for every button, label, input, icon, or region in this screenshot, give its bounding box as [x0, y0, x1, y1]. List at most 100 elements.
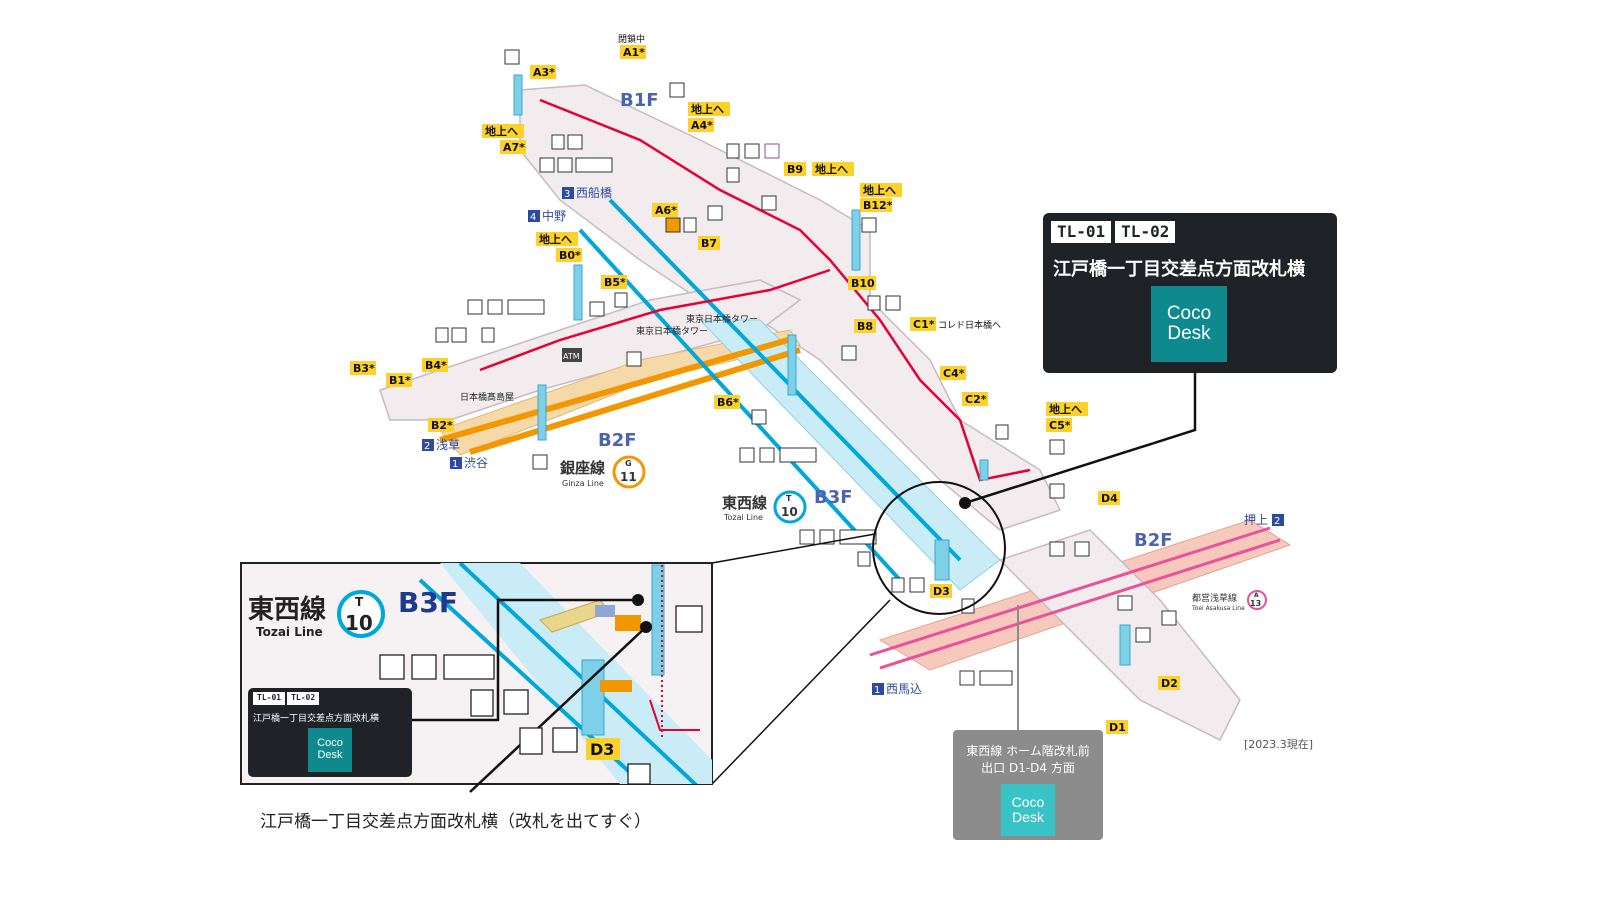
svg-text:D3: D3: [590, 740, 614, 759]
svg-text:G: G: [625, 459, 632, 468]
svg-text:中野: 中野: [542, 208, 566, 223]
coco-desk-logo[interactable]: Coco Desk: [1151, 286, 1227, 362]
svg-text:東西線: 東西線: [722, 494, 767, 512]
exit-b10[interactable]: B10: [848, 276, 876, 290]
exit-b8[interactable]: B8: [854, 319, 876, 333]
inset-baby-icon: [411, 654, 437, 680]
toilet-icon: [739, 447, 755, 463]
place-tokyo-nihonbashi-tower-2: 東京日本橋タワー: [686, 313, 758, 325]
platform-coco-desk-logo[interactable]: Coco Desk: [1001, 784, 1055, 836]
svg-text:B6*: B6*: [717, 396, 739, 409]
svg-text:C1*: C1*: [913, 318, 935, 331]
exit-a4[interactable]: A4*: [688, 118, 714, 132]
restroom-icon: [779, 447, 817, 463]
inset-coco-desk-logo[interactable]: Coco Desk: [308, 728, 352, 772]
svg-text:地上へ: 地上へ: [863, 183, 896, 197]
exit-b1[interactable]: B1*: [386, 373, 412, 387]
exit-c4[interactable]: C4*: [940, 366, 966, 380]
toilet-icon: [799, 529, 815, 545]
exit-c5[interactable]: C5*: [1046, 418, 1072, 432]
svg-text:A3*: A3*: [533, 66, 555, 79]
exit-a3[interactable]: A3*: [530, 65, 556, 79]
elevator-icon: [626, 351, 642, 367]
phone-icon: [481, 327, 495, 343]
locker-icon: [614, 292, 628, 308]
phone-icon: [683, 217, 697, 233]
fare-adjust-icon: [744, 143, 760, 159]
exit-b3[interactable]: B3*: [350, 361, 376, 375]
inset-exit-d3[interactable]: D3: [586, 738, 620, 760]
exit-d3[interactable]: D3: [930, 584, 952, 598]
exit-a1-note: 閉鎖中: [618, 33, 645, 45]
exit-a1[interactable]: A1*: [620, 45, 646, 59]
exit-b9[interactable]: B9: [784, 162, 806, 176]
fare-adjust-icon: [1049, 541, 1065, 557]
svg-text:B4*: B4*: [425, 359, 447, 372]
restroom-icon: [979, 670, 1013, 686]
fare-adjust-icon: [1161, 610, 1177, 626]
seat-tags: TL-01 TL-02: [1051, 221, 1176, 243]
svg-text:1: 1: [452, 459, 458, 470]
restroom-icon: [575, 157, 613, 173]
inset-seat-tag-tl02: TL-02: [287, 692, 320, 705]
svg-text:C4*: C4*: [943, 367, 965, 380]
svg-text:13: 13: [1250, 599, 1261, 608]
svg-text:渋谷: 渋谷: [464, 456, 488, 470]
exit-b7[interactable]: B7: [698, 236, 720, 250]
exit-b12[interactable]: B12*: [860, 198, 893, 212]
tozai-line-logo: 東西線 Tozai Line T 10: [722, 490, 807, 524]
svg-text:A4*: A4*: [691, 119, 713, 132]
to-ground-a7: 地上へ: [482, 124, 524, 138]
svg-text:Toei Asakusa Line: Toei Asakusa Line: [1191, 605, 1245, 612]
fare-adjust-icon: [885, 295, 901, 311]
svg-text:B7: B7: [701, 237, 717, 250]
exit-d2[interactable]: D2: [1158, 676, 1180, 690]
exit-b6[interactable]: B6*: [714, 395, 740, 409]
svg-text:D2: D2: [1161, 677, 1178, 690]
exit-a7[interactable]: A7*: [500, 140, 526, 154]
inset-seat-tag-tl01: TL-01: [253, 692, 286, 705]
svg-text:地上へ: 地上へ: [815, 162, 848, 176]
svg-text:地上へ: 地上へ: [1049, 402, 1082, 416]
ticket-machine-icon: [891, 577, 905, 593]
svg-text:D1: D1: [1109, 721, 1126, 734]
inset-ticket-icon-2: [519, 727, 543, 755]
svg-text:押上: 押上: [1244, 513, 1268, 527]
svg-text:B5*: B5*: [604, 276, 626, 289]
exit-c2[interactable]: C2*: [962, 392, 988, 406]
exit-b0[interactable]: B0*: [556, 248, 582, 262]
svg-text:3: 3: [564, 189, 570, 200]
callout-leader: [964, 372, 1197, 505]
exit-d1[interactable]: D1: [1106, 720, 1128, 734]
inset-line-num: 10: [345, 611, 373, 635]
platform-coco-desk-logo-line2: Desk: [1012, 809, 1044, 825]
svg-text:A: A: [1254, 592, 1259, 599]
callout-location: 江戸橋一丁目交差点方面改札横: [1053, 259, 1305, 280]
svg-text:浅草: 浅草: [436, 438, 460, 452]
coco-desk-logo-line2: Desk: [1167, 323, 1211, 344]
svg-text:C2*: C2*: [965, 393, 987, 406]
exit-a6[interactable]: A6*: [652, 203, 678, 217]
exit-b4[interactable]: B4*: [422, 358, 448, 372]
exit-b5[interactable]: B5*: [601, 275, 627, 289]
platform-gate-line2: 出口 D1-D4 方面: [981, 761, 1075, 775]
exit-c1[interactable]: C1*: [910, 317, 936, 331]
inset-line-en: Tozai Line: [256, 625, 323, 639]
svg-text:A1*: A1*: [623, 46, 645, 59]
svg-text:D4: D4: [1101, 492, 1118, 505]
svg-text:B3*: B3*: [353, 362, 375, 375]
inset-panel: 東西線 Tozai Line T 10 B3F D3: [240, 562, 713, 793]
elevator-icon: [1135, 627, 1151, 643]
b2f-right-label: B2F: [1134, 530, 1173, 551]
exit-d4[interactable]: D4: [1098, 491, 1120, 505]
locker-icon: [995, 424, 1009, 440]
inset-line-jp: 東西線: [248, 594, 326, 625]
inset-line-letter: T: [355, 595, 364, 609]
exit-tags: A1* 閉鎖中 A3* A4* A6* A7* B0* B1* B2* B3* …: [350, 33, 1180, 734]
exit-b2[interactable]: B2*: [428, 418, 454, 432]
baby-icon: [819, 529, 835, 545]
seat-tag-tl02: TL-02: [1115, 221, 1176, 243]
svg-text:Ginza Line: Ginza Line: [562, 479, 604, 488]
